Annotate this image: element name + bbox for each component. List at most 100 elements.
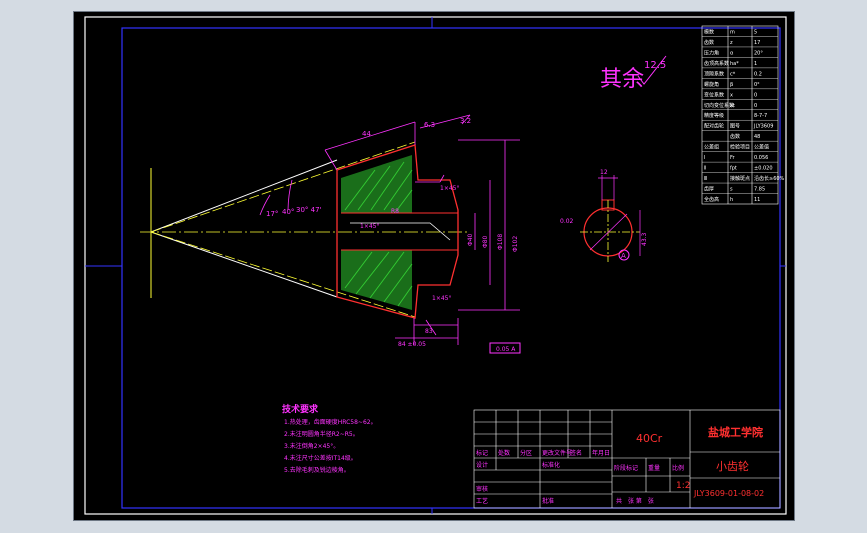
param-cell: 齿顶高系数 bbox=[704, 60, 729, 67]
angle-1: 17° bbox=[266, 210, 278, 218]
scale-value: 1:2 bbox=[676, 481, 690, 491]
tb-approve: 批准 bbox=[542, 497, 554, 505]
param-cell: 0 bbox=[754, 103, 757, 109]
tb-review: 审核 bbox=[476, 485, 488, 493]
tech-item-5: 5.去除毛刺及锐边棱角。 bbox=[284, 466, 350, 474]
param-cell: 配对齿轮 bbox=[704, 123, 724, 130]
param-cell: h bbox=[730, 197, 733, 203]
angle-3: 30° 47' bbox=[296, 206, 322, 214]
roughness-note: 其余 bbox=[600, 67, 644, 92]
tb-stage-2: 比例 bbox=[672, 464, 684, 472]
param-cell: 公差值 bbox=[754, 144, 769, 151]
param-cell: Fr bbox=[730, 155, 736, 161]
tb-process: 工艺 bbox=[476, 497, 488, 505]
tb-design: 设计 bbox=[476, 461, 488, 469]
param-cell: 17 bbox=[754, 40, 760, 46]
surface-finish-1: 6.3 bbox=[424, 121, 435, 129]
param-cell: 接触斑点 bbox=[730, 175, 750, 182]
datum-label: A bbox=[621, 252, 626, 260]
surface-finish-2: 3.2 bbox=[460, 117, 471, 125]
param-cell: 变位系数 bbox=[704, 91, 724, 98]
param-cell: 检验项目 bbox=[730, 144, 750, 151]
tb-header-3: 更改文件号 bbox=[542, 449, 572, 457]
param-cell: 压力角 bbox=[704, 49, 719, 56]
tb-header-5: 年月日 bbox=[592, 449, 610, 457]
bottom-dim-2: 84 ±0.05 bbox=[398, 341, 426, 348]
tb-standardize: 标准化 bbox=[542, 461, 560, 469]
part-name: 小齿轮 bbox=[716, 459, 749, 473]
param-cell: 7.85 bbox=[754, 187, 765, 193]
param-cell: 螺旋角 bbox=[704, 81, 719, 88]
param-cell: Ⅰ bbox=[704, 155, 705, 161]
tb-header-2: 分区 bbox=[520, 449, 532, 457]
tolerance-frame-box bbox=[489, 342, 521, 354]
param-cell: fpt bbox=[730, 166, 737, 172]
param-cell: 1 bbox=[754, 61, 757, 67]
param-cell: 0.056 bbox=[754, 155, 768, 161]
param-cell: 切向变位系数 bbox=[704, 102, 734, 109]
param-cell: 精度等级 bbox=[704, 112, 724, 119]
hub-dim: Φ80 bbox=[482, 235, 489, 248]
tb-header-4: 签名 bbox=[570, 449, 582, 457]
param-cell: 顶隙系数 bbox=[704, 70, 724, 77]
dimension-lines bbox=[259, 114, 520, 345]
param-cell: 全齿高 bbox=[704, 196, 719, 203]
width-dim: 44 bbox=[362, 130, 371, 138]
rounding-label: R8 bbox=[391, 208, 399, 215]
tech-item-3: 3.未注倒角2×45°。 bbox=[284, 442, 339, 450]
outer-frame bbox=[84, 16, 787, 515]
param-cell: 0° bbox=[754, 82, 760, 88]
outer-dim-1: Φ108 bbox=[497, 234, 504, 250]
angle-2: 40° bbox=[282, 208, 294, 216]
param-cell: z bbox=[730, 40, 733, 46]
tolerance-frame: 0.05 A bbox=[496, 346, 516, 353]
bottom-dim-1: 83 bbox=[425, 328, 433, 335]
param-cell: α bbox=[730, 50, 734, 56]
roughness-value: 12.5 bbox=[644, 60, 666, 71]
roughness-symbol bbox=[637, 55, 667, 85]
material-label: 40Cr bbox=[636, 432, 663, 445]
fillet-label: 1×45° bbox=[432, 295, 451, 302]
tech-requirements-title: 技术要求 bbox=[282, 403, 319, 415]
tb-header-0: 标记 bbox=[476, 449, 488, 457]
param-cell: 11 bbox=[754, 197, 760, 203]
keyway-depth: 43.3 bbox=[641, 232, 648, 246]
param-cell: Ⅱ bbox=[704, 166, 706, 172]
param-cell: x bbox=[730, 92, 733, 98]
keyway-side-view bbox=[580, 175, 641, 262]
param-cell: 5 bbox=[754, 29, 757, 35]
drawing-number: JLY3609-01-08-02 bbox=[693, 489, 764, 498]
param-cell: 齿厚 bbox=[704, 187, 714, 193]
param-cell: 图号 bbox=[730, 124, 740, 130]
param-cell: 20° bbox=[754, 50, 763, 56]
title-block bbox=[473, 409, 781, 509]
param-cell: s bbox=[730, 187, 733, 193]
param-cell: 模数 bbox=[704, 28, 714, 35]
param-cell: 0.2 bbox=[754, 71, 762, 77]
tb-header-1: 处数 bbox=[498, 449, 510, 457]
tb-stage-0: 阶段标记 bbox=[614, 464, 638, 472]
param-cell: 齿数 bbox=[704, 39, 714, 46]
school-name: 盐城工学院 bbox=[708, 425, 763, 439]
param-cell: ha* bbox=[730, 61, 739, 67]
keyway-tolerance: 0.02 bbox=[560, 218, 574, 225]
param-cell: m bbox=[730, 29, 735, 35]
keyway-note: 1×45° bbox=[360, 223, 379, 230]
pitch-cone bbox=[140, 141, 470, 318]
param-cell: β bbox=[730, 82, 733, 88]
param-cell: 0 bbox=[754, 92, 757, 98]
param-cell: JLY3609 bbox=[753, 124, 773, 130]
param-cell: 沿齿长≥60% bbox=[754, 175, 785, 182]
cad-viewport[interactable] bbox=[74, 12, 794, 520]
tb-sheet: 共 张 第 张 bbox=[616, 497, 654, 505]
parameter-table bbox=[701, 25, 779, 205]
keyway-width: 12 bbox=[600, 169, 608, 176]
param-cell: 齿数 bbox=[730, 133, 740, 140]
border-frame bbox=[121, 27, 781, 509]
param-cell: c* bbox=[730, 71, 736, 77]
bore-dim: Φ40 bbox=[467, 233, 474, 246]
tech-item-2: 2.未注明圆角半径R2~R5。 bbox=[284, 430, 359, 438]
chamfer-label: 1×45° bbox=[440, 185, 459, 192]
